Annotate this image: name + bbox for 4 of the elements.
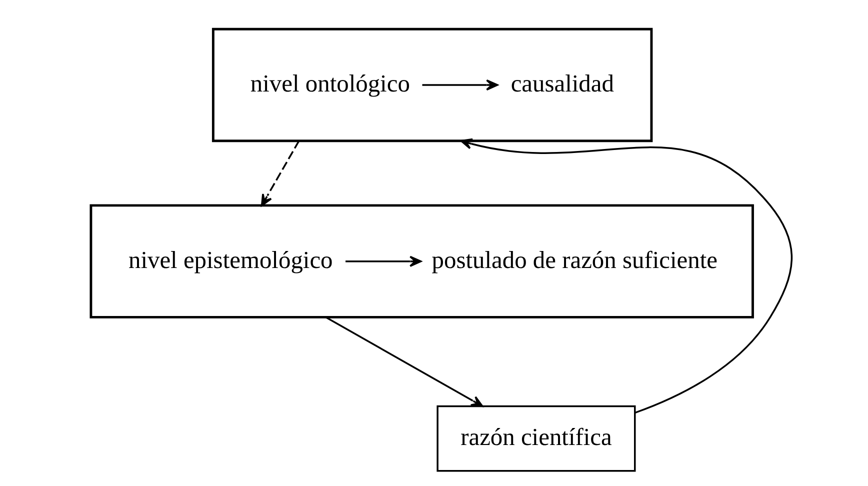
node-text: postulado de razón suficiente (431, 246, 717, 274)
node-text: nivel epistemológico (128, 246, 332, 274)
node-text: nivel ontológico (250, 70, 410, 98)
node-text: causalidad (510, 70, 614, 98)
